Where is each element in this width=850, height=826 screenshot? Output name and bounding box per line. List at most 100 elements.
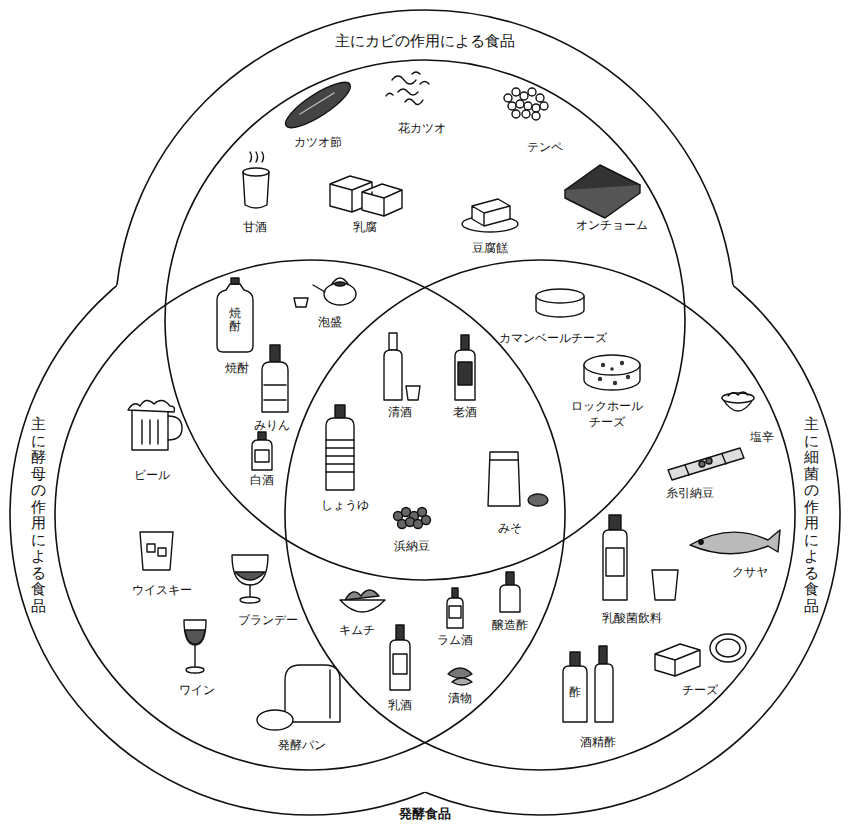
- bacteria-circle: 主に細菌の作用による食品: [240, 215, 840, 815]
- cheese-icon: [655, 634, 746, 676]
- tempeh-icon: [504, 94, 512, 102]
- camembert-icon: [536, 289, 584, 317]
- brewed-vinegar-icon: [500, 572, 520, 612]
- seishu-icon: [384, 350, 402, 400]
- tempeh-icon: [512, 88, 520, 96]
- awamori-icon: [294, 278, 356, 307]
- whisky-icon: [140, 532, 173, 570]
- tempeh-icon: [512, 110, 520, 118]
- tsukemono-icon: [448, 668, 472, 685]
- food-label: 豆腐餻: [472, 241, 508, 255]
- laojiu-bottle-icon: [455, 350, 475, 400]
- food-label: カマンベールチーズ: [499, 331, 607, 345]
- food-label: 糸引納豆: [666, 486, 714, 500]
- circle-heading: 主に細菌の作用による食品: [804, 416, 819, 614]
- tempeh-icon: [528, 88, 536, 96]
- tofuyo-icon: [462, 216, 518, 232]
- hamanatto-icon: [422, 516, 431, 525]
- miso-icon: [490, 459, 518, 460]
- food-label: ウイスキー: [132, 583, 192, 597]
- cheese-icon: [716, 639, 740, 657]
- food-label: オンチョーム: [576, 218, 648, 232]
- food-label: 漬物: [448, 691, 472, 705]
- mirin-bottle-icon: [262, 345, 288, 412]
- amazake-icon: [243, 172, 269, 208]
- camembert-icon: [536, 289, 584, 303]
- food-label: みそ: [498, 521, 522, 535]
- whisky-icon: [158, 548, 166, 556]
- laojiu-bottle-icon: [461, 335, 469, 350]
- awamori-icon: [294, 298, 308, 307]
- roquefort-icon: [601, 363, 605, 367]
- alcohol-vinegar-icon: [570, 652, 580, 666]
- awamori-icon: [313, 285, 325, 292]
- beer-icon: [128, 400, 182, 450]
- roquefort-icon: [584, 355, 640, 390]
- venn-circle: [165, 60, 685, 580]
- roquefort-icon: [584, 365, 640, 390]
- tempeh-icon: [532, 112, 540, 120]
- hamanatto-icon: [402, 508, 411, 517]
- hamanatto-icon: [398, 520, 407, 529]
- wine-icon: [194, 645, 195, 668]
- shoyu-bottle-icon: [335, 405, 345, 418]
- shape-outline: [115, 10, 735, 630]
- hanakatsuo-icon: [386, 72, 429, 105]
- oncom-icon: [565, 185, 640, 218]
- rum-bottle-icon: [452, 588, 458, 598]
- outer-ring: [115, 10, 735, 630]
- tempeh-icon: [536, 94, 544, 102]
- seishu-icon: [406, 386, 420, 400]
- tempeh-icon: [504, 88, 548, 120]
- kimchi-icon: [340, 600, 385, 612]
- cheese-icon: [710, 634, 746, 662]
- mirin-bottle-icon: [262, 362, 288, 412]
- kusaya-icon: [699, 540, 703, 544]
- shape-outline: [240, 215, 840, 815]
- awamori-icon: [324, 283, 356, 305]
- hanakatsuo-icon: [386, 72, 429, 105]
- itohiki-natto-icon: [685, 454, 726, 475]
- baijiu-bottle-icon: [252, 440, 272, 470]
- shiokara-icon: [722, 398, 754, 411]
- food-label: 清酒: [388, 405, 412, 419]
- amazake-icon: [243, 168, 269, 176]
- shochu-bottle-icon: [217, 278, 253, 352]
- lactic-drink-icon: [603, 530, 627, 600]
- hamanatto-icon: [418, 508, 427, 517]
- roquefort-icon: [598, 377, 602, 381]
- bread-icon: [285, 665, 340, 722]
- itohiki-natto-icon: [706, 458, 712, 464]
- hamanatto-icon: [414, 520, 423, 529]
- group-title: 発酵食品: [399, 806, 451, 822]
- kumis-bottle-icon: [390, 640, 410, 690]
- kumis-bottle-icon: [393, 654, 407, 674]
- tofuyo-icon: [462, 199, 518, 232]
- shoyu-bottle-icon: [326, 440, 354, 472]
- itohiki-natto-icon: [668, 448, 744, 480]
- art-part: [128, 72, 780, 730]
- brewed-vinegar-icon: [500, 585, 520, 612]
- food-label: 老酒: [453, 405, 477, 419]
- food-label: 乳腐: [353, 220, 377, 234]
- food-label: しょうゆ: [321, 498, 369, 512]
- hamanatto-icon: [406, 518, 415, 527]
- kusaya-icon: [690, 530, 780, 554]
- laojiu-bottle-icon: [458, 362, 472, 385]
- lactic-drink-icon: [603, 515, 678, 600]
- lactic-drink-icon: [606, 548, 624, 576]
- wine-icon: [185, 630, 205, 644]
- tsukemono-icon: [448, 668, 472, 678]
- brandy-icon: [235, 572, 265, 580]
- yeast-circle: 主に酵母の作用による食品: [10, 215, 610, 815]
- baijiu-bottle-icon: [255, 450, 269, 462]
- venn-circle: [285, 260, 795, 770]
- bread-icon: [257, 665, 340, 730]
- wine-icon: [186, 667, 204, 673]
- roquefort-icon: [626, 375, 630, 379]
- bottle-text: 酢: [569, 685, 581, 699]
- tempeh-icon: [516, 100, 524, 108]
- roquefort-icon: [584, 355, 640, 375]
- shiokara-icon: [722, 392, 754, 411]
- food-label: 浜納豆: [394, 539, 430, 553]
